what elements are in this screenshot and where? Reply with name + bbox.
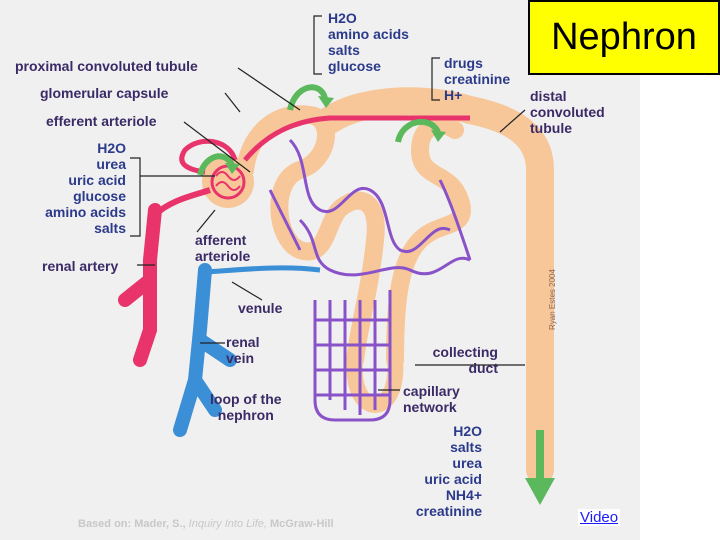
capillary-network: [268, 138, 472, 422]
afferent-line2: arteriole: [195, 248, 251, 264]
label-efferent-arteriole: efferent arteriole: [46, 113, 157, 129]
left-substance-h2o: H2O: [97, 140, 126, 156]
credit-publisher: McGraw-Hill: [270, 518, 334, 530]
label-afferent-arteriole: afferent arteriole: [195, 232, 250, 264]
afferent-arteriole: [152, 187, 211, 218]
distal-tubule: [386, 116, 471, 369]
leader-lines: [130, 15, 526, 391]
label-renal-vein: renal vein: [226, 334, 259, 366]
secreted-drugs: drugs: [444, 55, 483, 71]
left-substance-glucose: glucose: [73, 188, 126, 204]
capillary-line1: capillary: [403, 383, 460, 399]
collecting-line1: collecting: [432, 344, 498, 360]
loop-line2: nephron: [217, 407, 274, 423]
urine-substance-h2o: H2O: [453, 423, 482, 439]
label-capillary-network: capillary network: [403, 383, 460, 415]
label-proximal-tubule: proximal convoluted tubule: [15, 58, 198, 74]
distal-line3: tubule: [530, 120, 572, 136]
label-glomerular-capsule: glomerular capsule: [40, 85, 169, 101]
capillary-line2: network: [403, 399, 457, 415]
secreted-h-plus: H+: [444, 87, 463, 103]
left-substance-amino-acids: amino acids: [45, 204, 126, 220]
top-substance-h2o: H2O: [328, 10, 357, 26]
label-loop-of-nephron: loop of the nephron: [210, 391, 282, 423]
credit-book: Inquiry Into Life,: [188, 518, 267, 530]
loop-line1: loop of the: [210, 391, 282, 407]
glomerulus-coils: [215, 171, 241, 191]
urine-substance-urea: urea: [452, 455, 482, 471]
urine-substance-uric-acid: uric acid: [424, 471, 482, 487]
top-substance-salts: salts: [328, 42, 360, 58]
nephron-diagram: [118, 15, 555, 505]
urine-substance-salts: salts: [450, 439, 482, 455]
left-substance-uric-acid: uric acid: [68, 172, 126, 188]
urine-substance-nh4: NH4+: [445, 487, 482, 503]
glomerular-capsule: [202, 156, 254, 208]
label-renal-artery: renal artery: [42, 258, 119, 274]
efferent-arteriole: [179, 115, 470, 175]
video-link[interactable]: Video: [578, 509, 621, 526]
left-substance-urea: urea: [96, 156, 126, 172]
renal-vein-line1: renal: [226, 334, 260, 350]
credit-prefix: Based on: Mader, S.,: [78, 518, 186, 530]
artist-signature: Ryan Estes 2004: [548, 269, 557, 330]
left-substance-salts: salts: [94, 220, 126, 236]
urine-substance-list: H2O salts urea uric acid NH4+ creatinine: [402, 423, 482, 519]
source-credit: Based on: Mader, S., Inquiry Into Life, …: [78, 518, 334, 530]
collecting-duct: [316, 87, 554, 484]
label-collecting-duct: collecting duct: [408, 344, 498, 376]
afferent-line1: afferent: [195, 232, 247, 248]
arrow-heads: [225, 96, 446, 174]
label-distal-tubule: distal convoluted tubule: [530, 88, 605, 136]
label-venule: venule: [238, 300, 283, 316]
slide-title: Nephron: [528, 0, 720, 75]
renal-artery: [118, 203, 162, 367]
top-substance-list: H2O amino acids salts glucose: [328, 10, 409, 74]
top-substance-glucose: glucose: [328, 58, 381, 74]
collecting-line2: duct: [468, 360, 498, 376]
distal-line1: distal: [530, 88, 567, 104]
left-substance-list: H2O urea uric acid glucose amino acids s…: [20, 140, 126, 236]
urine-substance-creatinine: creatinine: [415, 503, 482, 519]
distal-line2: convoluted: [530, 104, 605, 120]
venule: [204, 265, 321, 275]
renal-vein-line2: vein: [226, 350, 255, 366]
urine-arrow-head: [525, 478, 555, 505]
secreted-creatinine: creatinine: [444, 71, 511, 87]
reabsorption-arrows: [197, 84, 441, 176]
top-substance-amino-acids: amino acids: [328, 26, 409, 42]
secreted-substance-list: drugs creatinine H+: [444, 55, 510, 103]
